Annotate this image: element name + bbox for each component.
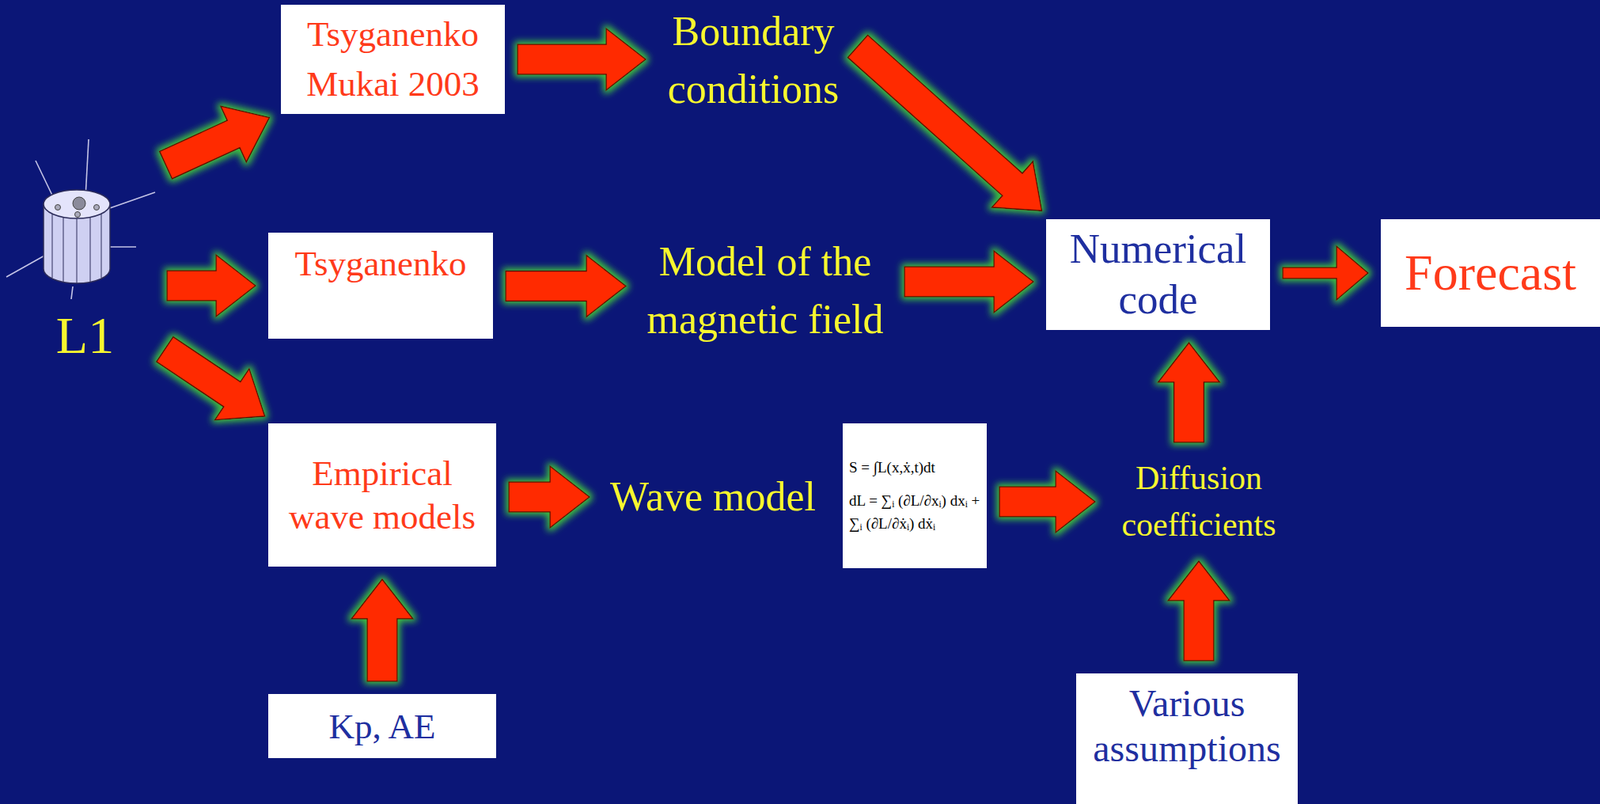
equation-text: dL = ∑ᵢ (∂L/∂xᵢ) dxᵢ + ∑ᵢ (∂L/∂ẋᵢ) dẋᵢ (849, 489, 981, 535)
node-label: Model of the magnetic field (641, 233, 889, 349)
text-node: Boundary conditions (658, 3, 849, 119)
satellite-top (43, 189, 110, 219)
block-arrow (159, 106, 270, 179)
block-arrow (1158, 342, 1221, 443)
equation-box: S = ∫L(x,ẋ,t)dt dL = ∑ᵢ (∂L/∂xᵢ) dxᵢ + ∑ᵢ… (842, 423, 987, 569)
process-box: Numerical code (1046, 219, 1271, 330)
process-box: Tsyganenko (268, 232, 493, 339)
text-node: Model of the magnetic field (638, 233, 892, 349)
satellite-node: L1 (15, 126, 155, 368)
antenna (71, 286, 73, 300)
text-node: Diffusion coefficients (1107, 454, 1290, 549)
facet-line (101, 213, 103, 278)
antenna (107, 192, 156, 209)
node-label: Tsyganenko (295, 240, 467, 288)
facet-line (90, 216, 91, 282)
block-arrow (904, 250, 1034, 313)
block-arrow (166, 254, 256, 317)
antenna (6, 254, 46, 277)
block-arrow (156, 337, 266, 421)
facet-line (52, 213, 54, 278)
satellite-bolt (55, 204, 61, 211)
output-box: Forecast (1380, 219, 1600, 327)
satellite-body (43, 204, 110, 284)
block-arrow (1282, 246, 1369, 300)
node-label: Various assumptions (1084, 681, 1290, 771)
node-label: Diffusion coefficients (1110, 454, 1287, 549)
facet-line (76, 218, 78, 284)
block-arrow (508, 466, 590, 528)
connector-group (156, 28, 1369, 682)
block-arrow (847, 34, 1042, 211)
block-arrow (517, 28, 646, 91)
node-label: Numerical code (1054, 223, 1263, 325)
satellite-facets (52, 213, 102, 284)
satellite-dish (72, 197, 86, 210)
node-label: Forecast (1404, 242, 1577, 304)
node-label: Kp, AE (329, 705, 437, 748)
node-label: Boundary conditions (661, 3, 846, 119)
antenna (85, 139, 89, 198)
process-box: Empirical wave models (268, 423, 497, 567)
node-label: Empirical wave models (276, 451, 489, 539)
input-box: Various assumptions (1076, 673, 1298, 804)
node-label: L1 (56, 307, 114, 365)
block-arrow (505, 255, 626, 318)
block-arrow (999, 470, 1096, 533)
process-box: Tsyganenko Mukai 2003 (280, 4, 505, 114)
input-box: Kp, AE (268, 693, 497, 759)
node-label: Tsyganenko Mukai 2003 (288, 9, 497, 110)
satellite-bolt (94, 204, 100, 211)
satellite-illustration (6, 139, 156, 300)
block-arrow (351, 579, 414, 682)
facet-line (63, 216, 65, 282)
block-arrow (1167, 561, 1230, 661)
satellite-antennas (6, 139, 156, 300)
node-label: Wave model (610, 470, 816, 524)
satellite-bolt (75, 212, 81, 218)
antenna (107, 246, 137, 248)
equation-text: S = ∫L(x,ẋ,t)dt (849, 456, 981, 480)
text-node: Wave model (602, 470, 824, 524)
